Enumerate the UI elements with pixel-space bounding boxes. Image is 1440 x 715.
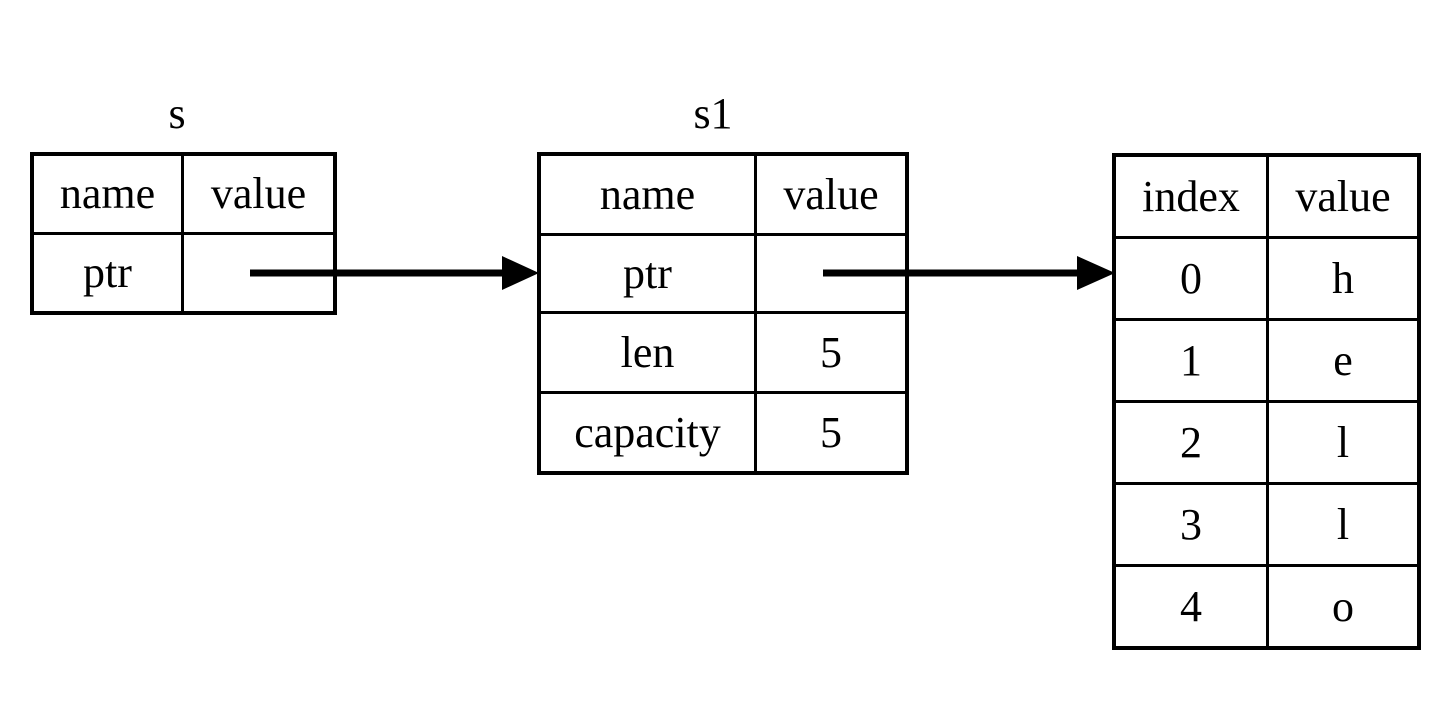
cell-value-3: l bbox=[1266, 482, 1421, 567]
cell-name-ptr: ptr bbox=[537, 233, 757, 314]
table-label-s1: s1 bbox=[693, 89, 733, 138]
cell-value-1: e bbox=[1266, 318, 1421, 403]
header-cell-value: value bbox=[754, 152, 909, 236]
cell-index-4: 4 bbox=[1112, 564, 1269, 650]
header-cell-value: value bbox=[181, 152, 337, 235]
header-cell-name: name bbox=[537, 152, 757, 236]
cell-value-0: h bbox=[1266, 236, 1421, 321]
table-row-header: name value bbox=[537, 152, 909, 236]
table-row: capacity 5 bbox=[537, 391, 909, 475]
table-row: 0 h bbox=[1112, 236, 1421, 321]
cell-value-2: l bbox=[1266, 400, 1421, 485]
table-row-header: index value bbox=[1112, 153, 1421, 239]
arrow-s1-to-buffer-icon bbox=[823, 256, 1115, 290]
cell-value-4: o bbox=[1266, 564, 1421, 650]
table-row: len 5 bbox=[537, 311, 909, 394]
cell-value-capacity: 5 bbox=[754, 391, 909, 475]
table-buffer: index value 0 h 1 e 2 l 3 l 4 o bbox=[1112, 153, 1421, 650]
cell-index-1: 1 bbox=[1112, 318, 1269, 403]
cell-index-3: 3 bbox=[1112, 482, 1269, 567]
cell-name-len: len bbox=[537, 311, 757, 394]
table-row: 4 o bbox=[1112, 564, 1421, 650]
table-label-s: s bbox=[168, 89, 186, 138]
header-cell-index: index bbox=[1112, 153, 1269, 239]
cell-index-0: 0 bbox=[1112, 236, 1269, 321]
cell-value-len: 5 bbox=[754, 311, 909, 394]
table-row: 3 l bbox=[1112, 482, 1421, 567]
header-cell-value: value bbox=[1266, 153, 1421, 239]
arrow-s-to-s1-icon bbox=[250, 256, 539, 290]
table-row-header: name value bbox=[30, 152, 337, 235]
cell-name-ptr: ptr bbox=[30, 232, 184, 315]
table-row: 2 l bbox=[1112, 400, 1421, 485]
table-row: 1 e bbox=[1112, 318, 1421, 403]
header-cell-name: name bbox=[30, 152, 184, 235]
cell-name-capacity: capacity bbox=[537, 391, 757, 475]
cell-index-2: 2 bbox=[1112, 400, 1269, 485]
table-s1: name value ptr len 5 capacity 5 bbox=[537, 152, 909, 475]
